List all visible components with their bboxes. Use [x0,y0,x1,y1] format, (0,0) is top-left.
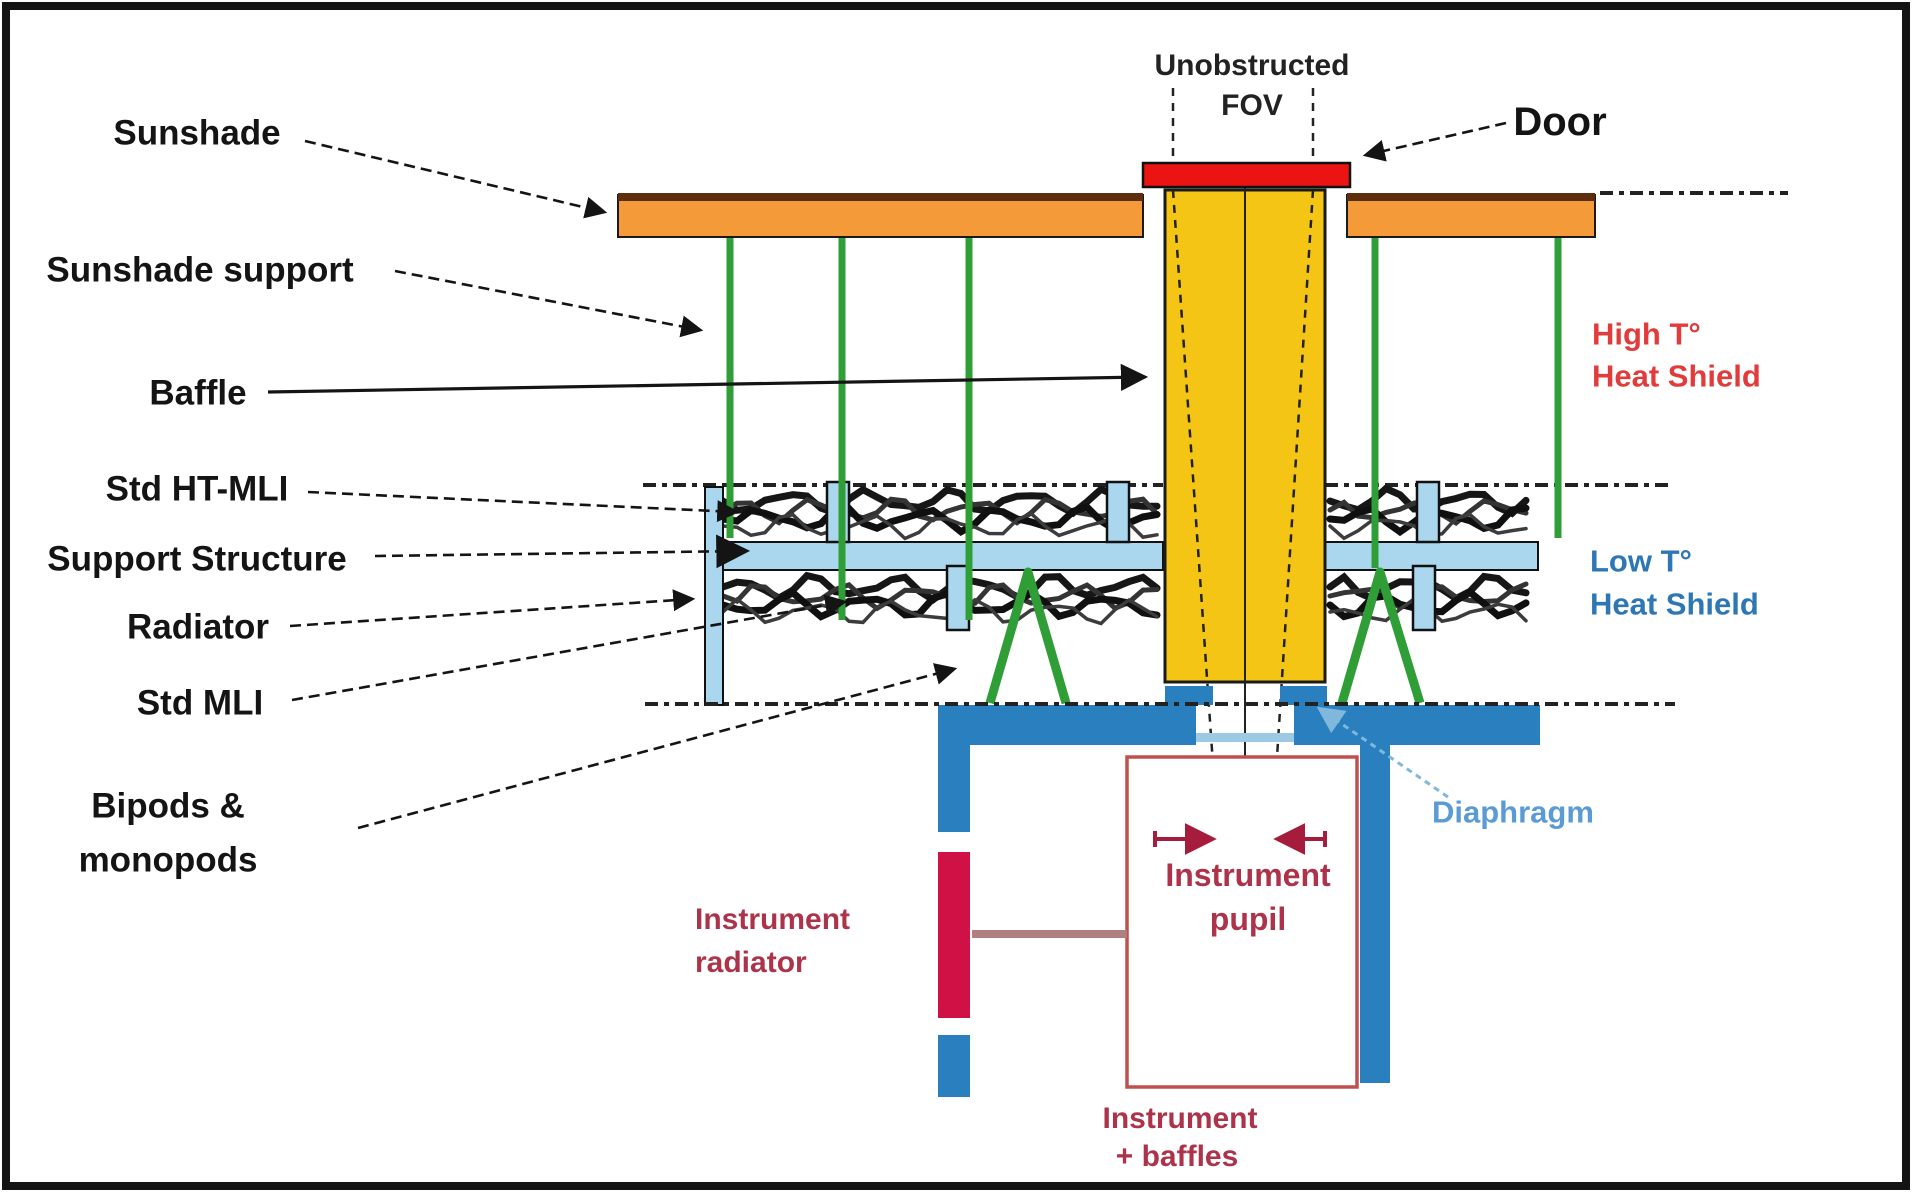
door-arrow [1362,121,1507,162]
sunshade-assembly [617,193,1596,238]
diaphragm-block-right [1280,686,1327,705]
bipod-right [1337,567,1425,705]
platform-plate-left [938,705,1196,745]
instrument-radiator-label-line1: Instrument [695,903,851,936]
sunshade-support-arrow [394,269,704,338]
std-mli-arrow [291,594,848,702]
radiator-label: Radiator [127,607,269,647]
support-structure-bar-left [722,541,1164,571]
bipods-label-line1: Bipods & [91,786,245,826]
bipods-label-line2: monopods [78,840,258,880]
sunshade-top-edge-right [1347,193,1595,201]
instrument-radiator-label-line2: radiator [695,946,807,979]
sunshade-bar-right [1346,194,1596,238]
pupil-arrows [1153,823,1327,855]
instrument-pupil-label-line2: pupil [1209,901,1287,937]
enclosure-left-column [938,705,970,832]
mli-scribble [719,588,1161,621]
std-ht-mli-label: Std HT-MLI [105,469,289,509]
unobstructed-fov-label-line1: Unobstructed [1154,49,1350,82]
low-t-label-line1: Low T° [1590,543,1692,579]
door-label: Door [1513,100,1607,144]
bipod-left [985,567,1071,705]
diaphragm-label: Diaphragm [1432,794,1594,830]
diaphragm-membrane [1196,733,1294,742]
fov-ray-right [1270,189,1315,837]
standoff [825,480,851,544]
diaphragm-block-left [1165,686,1213,705]
baffle-arrow [267,363,1149,394]
platform-plate-right [1294,705,1540,745]
sunshade-arrow [304,139,608,219]
sunshade-support-label: Sunshade support [46,250,354,290]
sunshade-top-edge-left [618,193,1143,201]
sunshade-support-rods [726,237,1562,620]
radiator-bar [704,486,724,706]
mli-scribble [719,503,1161,537]
diaphragm-arrow [1316,706,1449,799]
mli-scribble [719,485,1161,518]
bipods [985,567,1425,705]
instrument-radiator-bar [938,852,970,1018]
bipods-arrow [357,663,958,830]
sunshade-label: Sunshade [113,113,281,153]
fov-lines [1171,88,1315,838]
standoff [1415,480,1441,544]
instrument-enclosure [938,686,1540,1097]
instrument-pupil-label-line1: Instrument [1165,857,1331,893]
heat-shield-reference-lines [643,191,1788,487]
standoff [1411,564,1437,632]
std-ht-mli-arrow [307,490,740,523]
label-arrows [267,121,1507,830]
std-mli-label: Std MLI [136,683,264,723]
support-structure-label: Support Structure [47,539,347,579]
standoff [1105,480,1131,544]
fov-ray-left [1171,189,1220,837]
sunshade-bar-left [617,194,1144,238]
door-bar [1141,161,1352,189]
enclosure-left-column-lower [938,1035,970,1097]
enclosure-right-column [1360,745,1390,1083]
baffle-label: Baffle [149,373,247,413]
instrument-baffles-label-line1: Instrument [1102,1102,1258,1135]
radiator-arrow [289,589,696,628]
support-structure-arrow [374,534,751,569]
low-t-label-line2: Heat Shield [1590,586,1759,622]
instrument-box [1125,755,1359,1089]
high-t-label-line2: Heat Shield [1592,358,1761,394]
mli-scribble [721,511,1159,541]
unobstructed-fov-label-line2: FOV [1221,89,1283,122]
high-t-label-line1: High T° [1592,316,1701,352]
instrument-baffles-label-line2: + baffles [1115,1140,1239,1173]
